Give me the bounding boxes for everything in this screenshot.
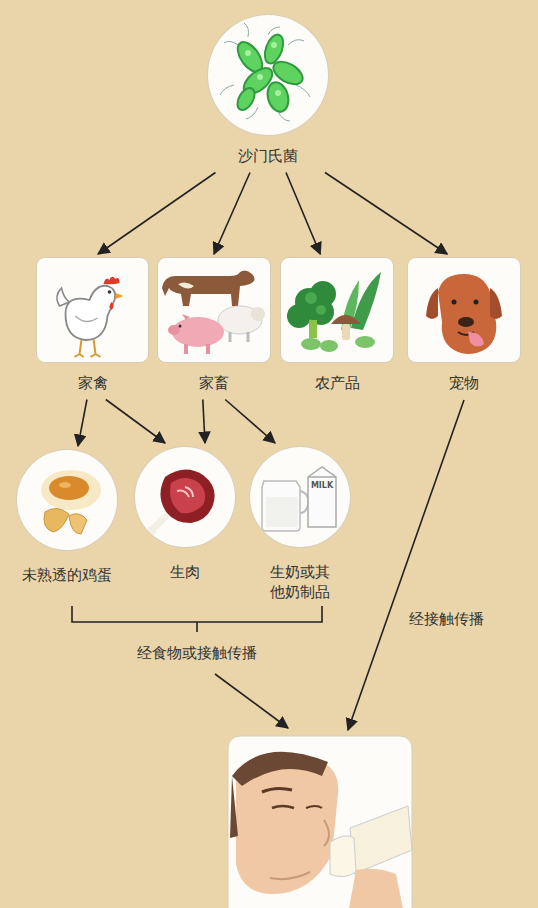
source-box: 家禽 xyxy=(37,258,148,394)
icon-picture xyxy=(408,258,520,362)
icon-picture xyxy=(17,450,117,550)
node-label: 家畜 xyxy=(158,374,270,394)
transmission-arrow xyxy=(215,674,288,728)
source-box: 宠物 xyxy=(408,258,520,394)
contact-arrow xyxy=(348,400,464,730)
bracket xyxy=(72,606,322,632)
icon-picture xyxy=(208,15,328,135)
icon-box xyxy=(158,258,270,362)
arrow-connector xyxy=(203,400,205,444)
node-label: 家禽 xyxy=(37,374,148,394)
source-box: 农产品 xyxy=(281,258,393,394)
icon-circle xyxy=(208,15,328,135)
icon-picture xyxy=(281,258,393,362)
node-label: 生肉 xyxy=(135,563,235,583)
person-illustration xyxy=(228,736,412,908)
node-label: 未熟透的鸡蛋 xyxy=(12,566,122,586)
transmission-label: 经食物或接触传播 xyxy=(137,644,257,664)
icon-box xyxy=(37,258,148,362)
arrow-connector xyxy=(214,173,250,255)
icon-picture xyxy=(158,258,270,362)
icon-circle xyxy=(17,450,117,550)
source-box: 家畜 xyxy=(158,258,270,394)
node-label: 生奶或其他奶制品 xyxy=(267,563,333,602)
icon-picture xyxy=(250,447,350,547)
icon-circle xyxy=(250,447,350,547)
icon-picture xyxy=(135,447,235,547)
carton-text: MILK xyxy=(311,481,333,491)
icon-box xyxy=(408,258,520,362)
node-label: 农产品 xyxy=(281,374,393,394)
transmission-label: 经接触传播 xyxy=(409,610,484,630)
icon-circle xyxy=(135,447,235,547)
arrow-connector xyxy=(98,173,215,255)
arrow-connector xyxy=(286,173,320,255)
bacteria-node: 沙门氏菌 xyxy=(193,15,343,167)
food-circle: 生肉 xyxy=(135,447,235,583)
arrow-connector xyxy=(325,173,447,255)
food-circle: 未熟透的鸡蛋 xyxy=(12,450,122,586)
node-label: 宠物 xyxy=(408,374,520,394)
arrow-connector xyxy=(78,400,87,447)
icon-picture xyxy=(37,258,148,362)
node-label: 沙门氏菌 xyxy=(193,147,343,167)
icon-box xyxy=(281,258,393,362)
arrow-connector xyxy=(106,400,165,444)
arrow-connector xyxy=(225,400,275,444)
food-circle: 生奶或其他奶制品 xyxy=(250,447,350,602)
